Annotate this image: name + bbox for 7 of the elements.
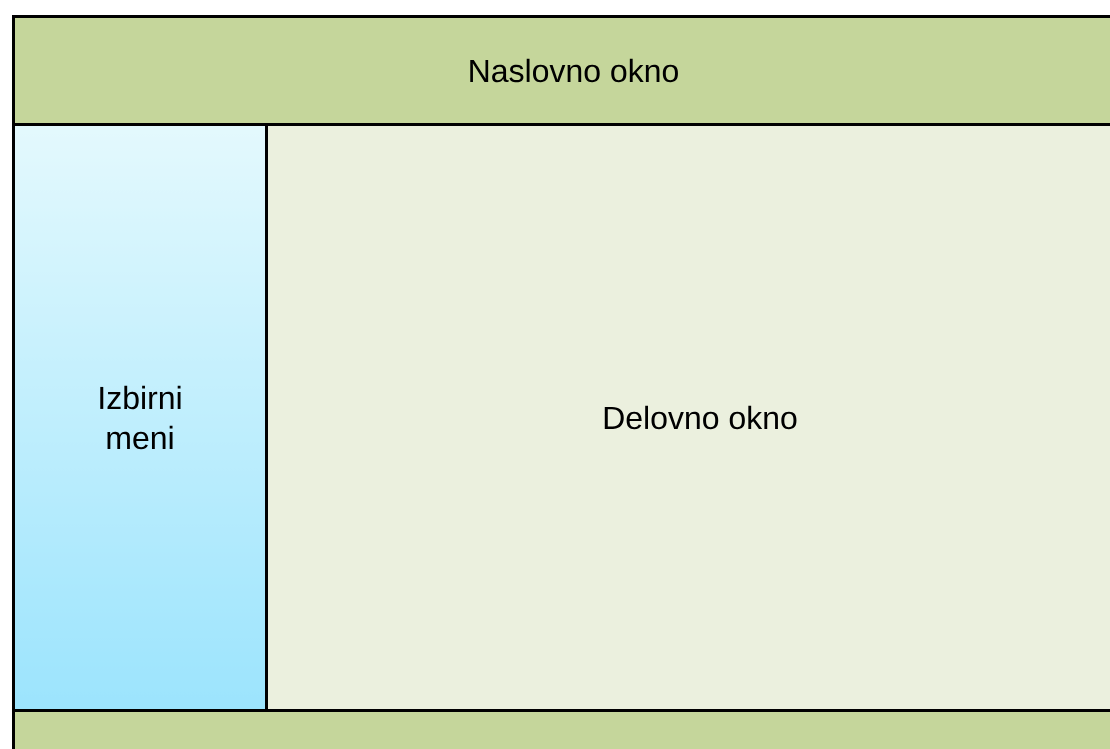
panel	[265, 123, 1110, 712]
panel-label: Izbirni meni	[100, 385, 181, 450]
panel	[12, 15, 1110, 126]
panel	[12, 123, 268, 712]
band	[12, 709, 1110, 749]
panel-label: Naslovno okno	[470, 58, 678, 83]
panel-label: Delovno okno	[604, 405, 797, 430]
